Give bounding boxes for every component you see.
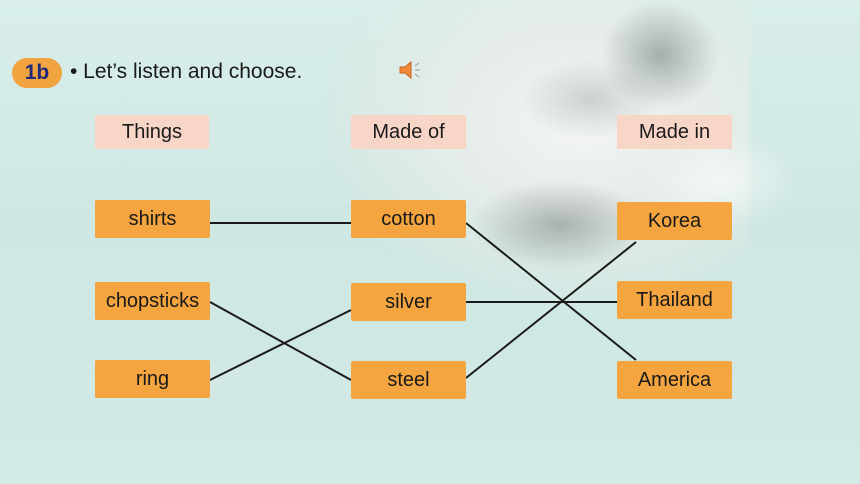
item-shirts[interactable]: shirts xyxy=(95,200,210,238)
item-chopsticks[interactable]: chopsticks xyxy=(95,282,210,320)
background-shape xyxy=(600,0,720,110)
match-line-chopsticks-steel xyxy=(209,301,352,381)
header-made-of: Made of xyxy=(351,115,466,149)
speaker-icon[interactable] xyxy=(398,58,426,82)
item-thailand[interactable]: Thailand xyxy=(617,281,732,319)
item-cotton[interactable]: cotton xyxy=(351,200,466,238)
match-line-cotton-america xyxy=(465,222,637,361)
item-ring[interactable]: ring xyxy=(95,360,210,398)
item-silver[interactable]: silver xyxy=(351,283,466,321)
match-line-steel-korea xyxy=(465,241,637,379)
item-steel[interactable]: steel xyxy=(351,361,466,399)
item-america[interactable]: America xyxy=(617,361,732,399)
match-line-ring-silver xyxy=(209,309,352,381)
header-things: Things xyxy=(95,115,209,149)
exercise-instruction: • Let’s listen and choose. xyxy=(70,60,303,83)
header-made-in: Made in xyxy=(617,115,732,149)
exercise-number-badge: 1b xyxy=(12,58,62,88)
item-korea[interactable]: Korea xyxy=(617,202,732,240)
